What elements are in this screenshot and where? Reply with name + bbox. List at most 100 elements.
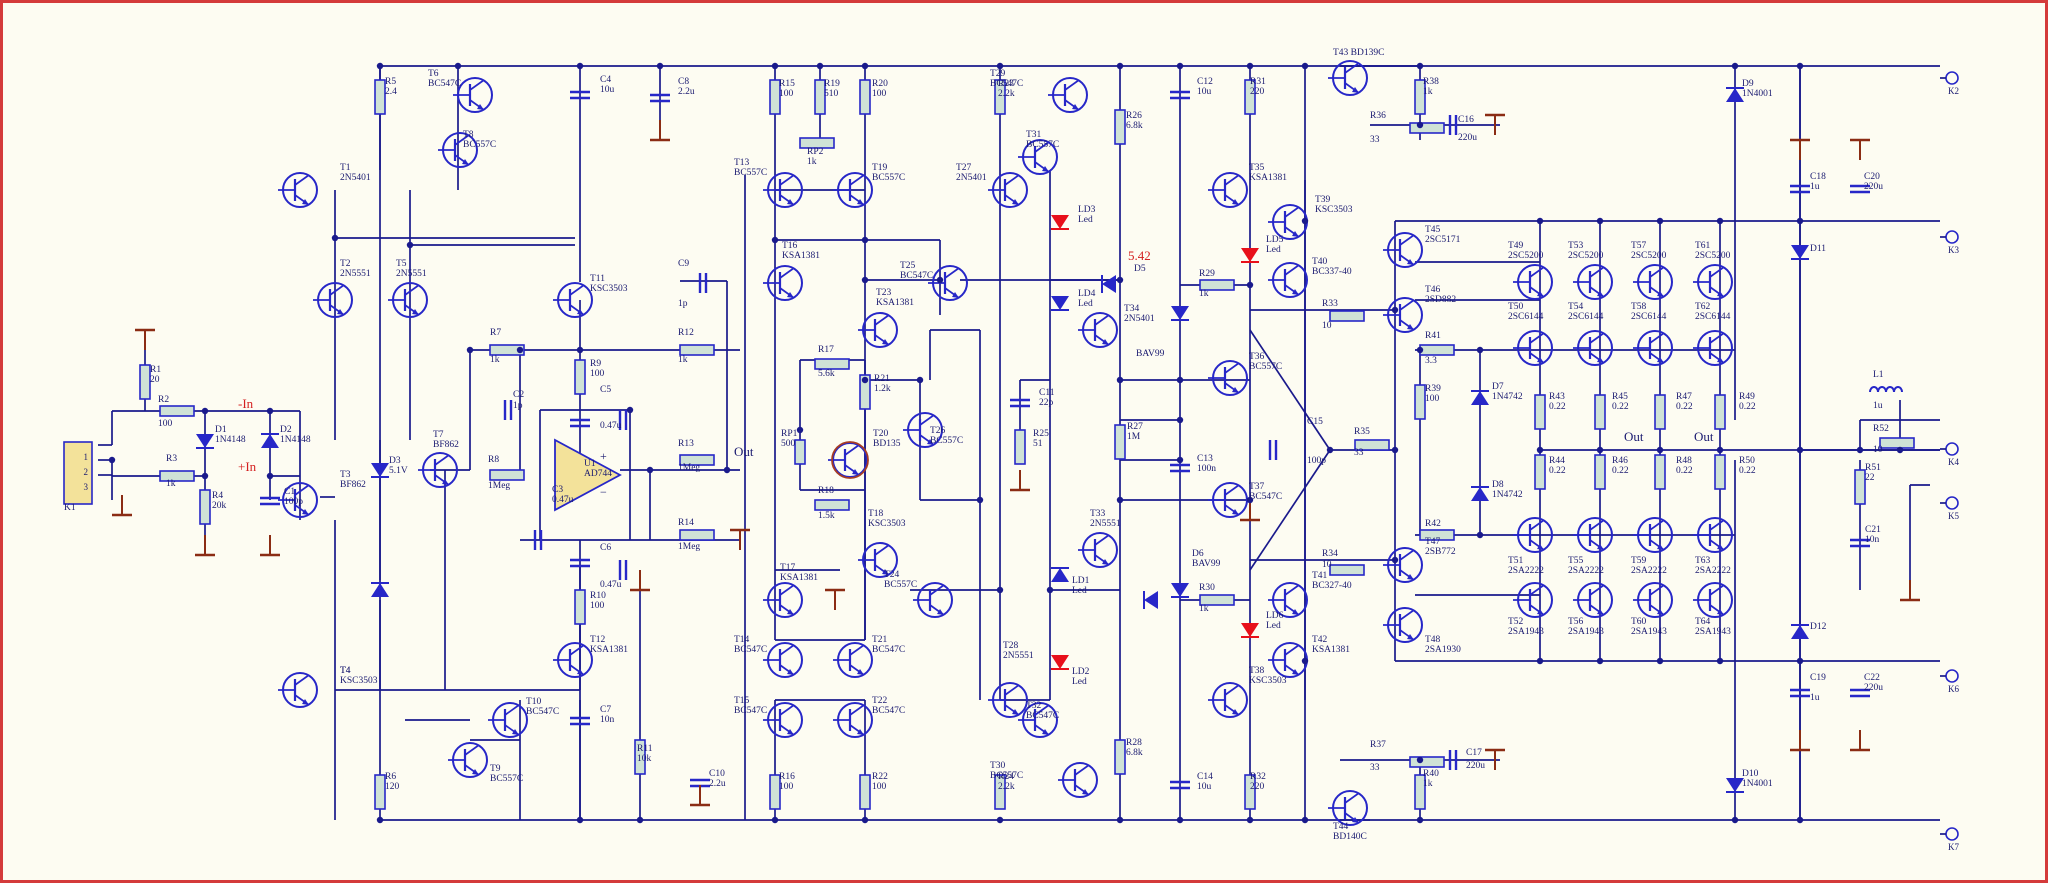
part-label: R18 — [818, 486, 834, 496]
part-label: BF862 — [340, 480, 366, 490]
part-label: R14 — [678, 518, 694, 528]
transistor-arrow — [1082, 789, 1089, 795]
part-label: KSC3503 — [590, 284, 628, 294]
resistor-body — [769, 79, 781, 115]
junction-dot — [1416, 816, 1424, 824]
junction-dot — [656, 62, 664, 70]
part-label: C4 — [600, 75, 611, 85]
part-label: T5 — [396, 259, 407, 269]
part-label: 2SC5200 — [1695, 251, 1731, 261]
transistor-collector — [1709, 266, 1725, 278]
transistor-collector — [569, 644, 585, 656]
transistor-arrow — [1597, 357, 1604, 363]
resistor-body — [799, 137, 835, 149]
part-label: BC547C — [1249, 492, 1282, 502]
led-triangle — [1241, 248, 1259, 262]
part-label: 2SC6144 — [1508, 312, 1544, 322]
part-label: 2SC5200 — [1508, 251, 1544, 261]
transistor-collector — [404, 284, 420, 296]
transistor-collector — [929, 584, 945, 596]
resistor-body — [574, 359, 586, 395]
transistor — [1693, 582, 1733, 618]
terminal-ring — [1945, 71, 1959, 85]
diode — [371, 582, 389, 597]
connector-k1: 123 — [63, 441, 93, 505]
net-label: Out — [1624, 429, 1644, 444]
part-label: R2 — [158, 395, 169, 405]
capacitor — [1790, 688, 1810, 698]
diode-triangle — [1471, 487, 1489, 501]
transistor-arrow — [302, 199, 309, 205]
ground-symbol — [650, 120, 670, 142]
part-label: 100n — [1197, 464, 1216, 474]
part-label: 2N5401 — [340, 173, 371, 183]
capacitor — [1170, 90, 1190, 100]
part-label: 5.6k — [818, 369, 835, 379]
part-label: 220u — [1864, 683, 1883, 693]
resistor — [1714, 394, 1726, 430]
diode — [1471, 486, 1489, 501]
resistor — [199, 489, 211, 525]
part-label: C17 — [1466, 748, 1482, 758]
part-label: 5.1V — [389, 466, 408, 476]
part-label: 2.2u — [678, 87, 695, 97]
transistor — [1328, 790, 1368, 826]
transistor-arrow — [1717, 609, 1724, 615]
part-label: C22 — [1864, 673, 1880, 683]
part-label: K1 — [64, 503, 76, 513]
resistor-body — [1414, 774, 1426, 810]
resistor — [1594, 454, 1606, 490]
terminal-k2: K2 — [1940, 71, 1959, 96]
diode-triangle — [1102, 275, 1116, 293]
part-label: 2N5551 — [396, 269, 427, 279]
transistor-collector — [569, 284, 585, 296]
transistor-arrow — [787, 199, 794, 205]
ground-symbol — [1900, 580, 1920, 602]
transistor-collector — [1649, 332, 1665, 344]
part-label: R1 — [150, 365, 161, 375]
part-label: R10 — [590, 591, 606, 601]
capacitor — [650, 93, 670, 103]
resistor — [634, 739, 646, 775]
part-label: T15 — [734, 696, 750, 706]
part-label: 10 — [1873, 445, 1883, 455]
part-label: BAV99 — [1192, 559, 1221, 569]
terminal-ring — [1945, 827, 1959, 841]
resistor — [574, 359, 586, 395]
junction-dot — [1176, 456, 1184, 464]
junction-dot — [1176, 62, 1184, 70]
ground-symbol — [730, 528, 750, 550]
part-label: T46 — [1425, 285, 1441, 295]
junction-dot — [576, 346, 584, 354]
transistor-arrow — [1232, 509, 1239, 515]
part-label: R12 — [678, 328, 694, 338]
part-label: T22 — [872, 696, 888, 706]
transistor-arrow — [442, 479, 449, 485]
resistor — [994, 774, 1006, 810]
capacitor — [503, 400, 513, 420]
part-label: R40 — [1423, 769, 1439, 779]
transistor-collector — [1284, 206, 1300, 218]
part-label: 1N4148 — [215, 435, 246, 445]
transistor — [763, 172, 803, 208]
transistor-arrow — [852, 469, 859, 475]
resistor-body — [1329, 564, 1365, 576]
resistor-body — [1854, 469, 1866, 505]
transistor-collector — [1094, 314, 1110, 326]
part-label: T27 — [956, 163, 972, 173]
part-label: T39 — [1315, 195, 1331, 205]
transistor-arrow — [857, 199, 864, 205]
part-label: 1u — [1810, 182, 1820, 192]
resistor-body — [1244, 774, 1256, 810]
junction-dot — [376, 816, 384, 824]
transistor-collector — [1589, 519, 1605, 531]
transistor-collector — [1649, 519, 1665, 531]
transistor-collector — [1529, 266, 1545, 278]
transistor-arrow — [882, 569, 889, 575]
resistor — [1014, 429, 1026, 465]
junction-dot — [861, 376, 869, 384]
resistor-body — [1534, 394, 1546, 430]
part-label: 2SA2222 — [1508, 566, 1544, 576]
part-label: BC547C — [872, 706, 905, 716]
